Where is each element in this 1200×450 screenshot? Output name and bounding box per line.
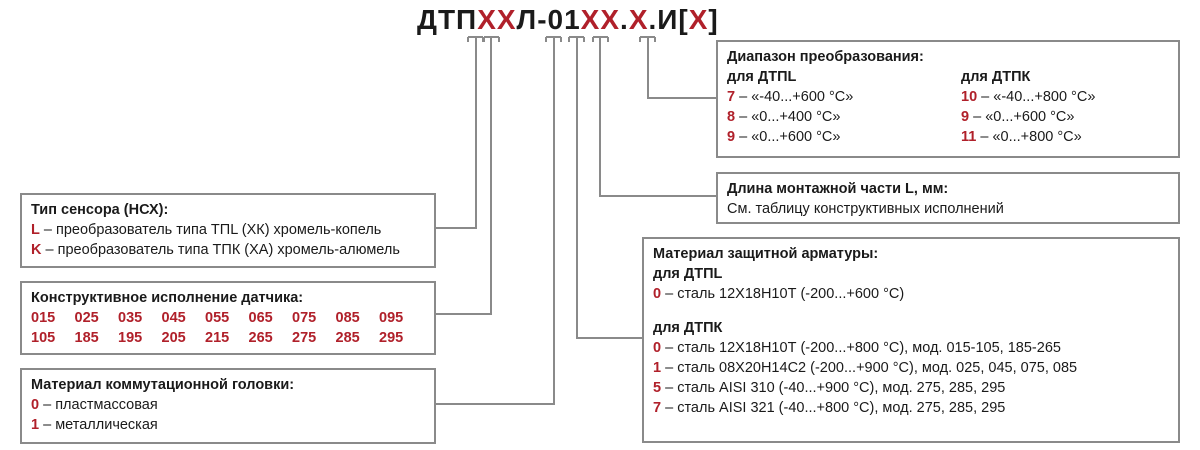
head-material-item: 0 – пластмассовая [31, 397, 158, 413]
design-code: 215 [205, 330, 230, 346]
leader-sensor-type [436, 37, 477, 229]
head-material-item: 1 – металлическая [31, 417, 158, 433]
code-placeholder: Х [688, 4, 709, 35]
range-tpl-item: 9 – «0...+600 °С» [727, 129, 841, 145]
leader-design [436, 37, 492, 315]
code-placeholder: ХХ [477, 4, 517, 35]
sensor-type-item: K – преобразователь типа ТПК (ХА) хромел… [31, 242, 400, 258]
range-title: Диапазон преобразования: [727, 49, 924, 65]
armature-tpk-item: 1 – сталь 08Х20Н14С2 (-200...+900 °С), м… [653, 360, 1078, 376]
armature-tpk-item: 5 – сталь AISI 310 (-40...+900 °С), мод.… [653, 380, 1006, 396]
design-code: 025 [74, 310, 99, 326]
length-title: Длина монтажной части L, мм: [727, 181, 949, 197]
range-tpk-column: для ДТПК 10 – «-40...+800 °С» 9 – «0...+… [961, 67, 1095, 147]
armature-title: Материал защитной арматуры: [653, 246, 879, 262]
leader-range [647, 37, 716, 99]
code-fixed-part: Л-01 [516, 4, 581, 35]
code-placeholder: Х [628, 4, 649, 35]
armature-tpl-label: для ДТПL [653, 266, 723, 282]
design-code: 015 [31, 310, 56, 326]
design-code: 205 [161, 330, 186, 346]
leader-head [436, 37, 555, 405]
code-fixed-part: ] [708, 4, 719, 35]
design-code: 285 [335, 330, 360, 346]
sensor-type-item: L – преобразователь типа ТПL (ХК) хромел… [31, 222, 382, 238]
length-text: См. таблицу конструктивных исполнений [727, 201, 1004, 217]
code-fixed-part: ДТП [417, 4, 478, 35]
range-box: Диапазон преобразования: для ДТПL 7 – «-… [716, 40, 1180, 158]
design-title: Конструктивное исполнение датчика: [31, 290, 304, 306]
design-code: 065 [248, 310, 273, 326]
range-tpl-item: 7 – «-40...+600 °С» [727, 89, 854, 105]
armature-tpl-item: 0 – сталь 12Х18Н10Т (-200...+600 °С) [653, 286, 905, 302]
armature-tpk-item: 7 – сталь AISI 321 (-40...+800 °С), мод.… [653, 400, 1006, 416]
design-row-1: 015 025 035 045 055 065 075 085 095 [31, 308, 425, 328]
design-code: 045 [161, 310, 186, 326]
head-material-box: Материал коммутационной головки: 0 – пла… [20, 368, 436, 444]
sensor-type-title: Тип сенсора (НСХ): [31, 202, 169, 218]
head-material-title: Материал коммутационной головки: [31, 377, 295, 393]
design-code: 105 [31, 330, 56, 346]
range-tpk-item: 11 – «0...+800 °С» [961, 129, 1082, 145]
design-code: 095 [379, 310, 404, 326]
leader-armature [576, 37, 642, 339]
leader-length [599, 37, 716, 197]
range-tpl-column: для ДТПL 7 – «-40...+600 °С» 8 – «0...+4… [727, 67, 853, 147]
design-code: 055 [205, 310, 230, 326]
armature-tpk-item: 0 – сталь 12Х18Н10Т (-200...+800 °С), мо… [653, 340, 1061, 356]
product-code: ДТПХХЛ-01ХХ.Х.И[Х] [417, 4, 719, 36]
design-code: 035 [118, 310, 143, 326]
range-tpl-item: 8 – «0...+400 °С» [727, 109, 841, 125]
design-code: 185 [74, 330, 99, 346]
armature-tpk-label: для ДТПК [653, 320, 723, 336]
design-code: 265 [248, 330, 273, 346]
sensor-type-box: Тип сенсора (НСХ): L – преобразователь т… [20, 193, 436, 268]
code-fixed-part: .И[ [648, 4, 689, 35]
armature-spacer [653, 304, 1169, 318]
range-tpk-item: 9 – «0...+600 °С» [961, 109, 1075, 125]
design-code: 075 [292, 310, 317, 326]
design-code: 195 [118, 330, 143, 346]
range-tpl-label: для ДТПL [727, 69, 797, 85]
design-row-2: 105 185 195 205 215 265 275 285 295 [31, 328, 425, 348]
armature-box: Материал защитной арматуры: для ДТПL 0 –… [642, 237, 1180, 443]
range-tpk-item: 10 – «-40...+800 °С» [961, 89, 1096, 105]
design-code: 295 [379, 330, 404, 346]
code-fixed-part: . [620, 4, 629, 35]
design-box: Конструктивное исполнение датчика: 015 02… [20, 281, 436, 355]
design-code: 085 [335, 310, 360, 326]
design-code: 275 [292, 330, 317, 346]
length-box: Длина монтажной части L, мм: См. таблицу… [716, 172, 1180, 224]
code-placeholder: ХХ [580, 4, 621, 35]
range-tpk-label: для ДТПК [961, 69, 1031, 85]
